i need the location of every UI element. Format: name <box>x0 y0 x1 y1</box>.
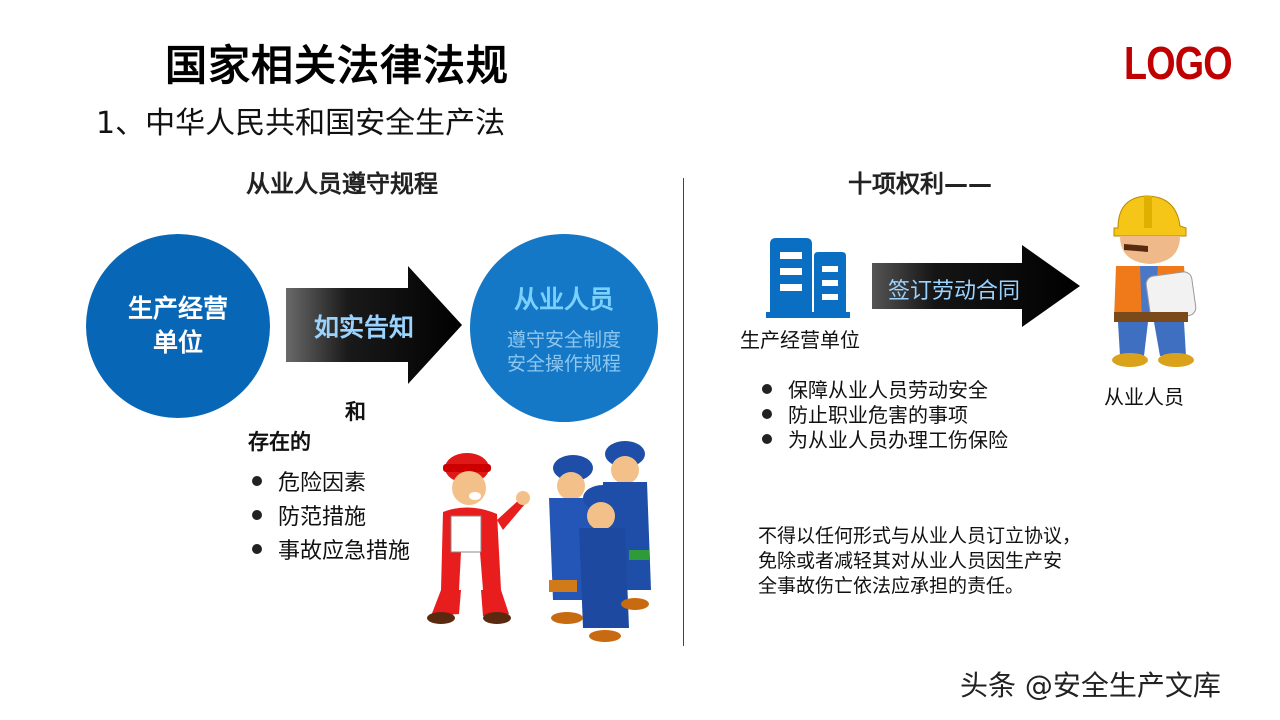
employer-circle: 生产经营 单位 <box>86 234 270 418</box>
workers-illustration <box>427 441 651 642</box>
contract-arrow-label: 签订劳动合同 <box>888 279 1021 304</box>
worker-circle-line-2: 安全操作规程 <box>506 353 621 375</box>
list-item: 保障从业人员劳动安全 <box>762 376 1008 402</box>
left-section-heading: 从业人员遵守规程 <box>246 170 438 198</box>
construction-worker-illustration <box>1112 195 1197 367</box>
note-line: 免除或者减轻其对从业人员因生产安 <box>758 550 1063 572</box>
employer-circle-line-2: 单位 <box>152 328 203 357</box>
contract-arrow-icon <box>872 245 1080 327</box>
worker-circle: 从业人员 遵守安全制度 安全操作规程 <box>470 234 658 422</box>
list-item: 危险因素 <box>252 464 410 498</box>
bullet-icon <box>762 408 772 419</box>
liability-note: 不得以任何形式与从业人员订立协议， 免除或者减轻其对从业人员因生产安 全事故伤亡… <box>758 524 1118 599</box>
bullet-icon <box>762 383 772 394</box>
building-icon <box>766 238 850 318</box>
and-connector: 和 <box>345 400 366 424</box>
bullet-icon <box>762 433 772 444</box>
bullet-icon <box>252 544 262 554</box>
right-section-heading: 十项权利—— <box>848 170 992 198</box>
bullet-icon <box>252 476 262 486</box>
employer-label: 生产经营单位 <box>740 328 860 352</box>
list-item: 防范措施 <box>252 498 410 532</box>
list-item: 事故应急措施 <box>252 532 410 566</box>
worker-circle-title: 从业人员 <box>513 285 614 314</box>
inform-arrow-label: 如实告知 <box>314 313 415 342</box>
worker-circle-line-1: 遵守安全制度 <box>506 329 621 351</box>
employer-circle-line-1: 生产经营 <box>127 294 228 323</box>
page-title: 国家相关法律法规 <box>165 41 510 90</box>
worker-group <box>549 441 651 642</box>
note-line: 全事故伤亡依法应承担的责任。 <box>758 575 1025 597</box>
list-item: 防止职业危害的事项 <box>762 401 1008 427</box>
inform-arrow-icon <box>286 266 462 384</box>
law-subtitle: 1、中华人民共和国安全生产法 <box>96 106 506 141</box>
supervisor-figure <box>427 453 530 624</box>
watermark: 头条 @安全生产文库 <box>960 669 1221 702</box>
existing-label: 存在的 <box>248 430 311 454</box>
section-divider <box>683 178 684 646</box>
logo: LOGO <box>1124 37 1233 89</box>
rights-list: 保障从业人员劳动安全 防止职业危害的事项 为从业人员办理工伤保险 <box>762 376 1008 452</box>
hazard-list: 危险因素 防范措施 事故应急措施 <box>252 464 410 566</box>
worker-label: 从业人员 <box>1104 385 1184 409</box>
note-line: 不得以任何形式与从业人员订立协议， <box>758 525 1082 547</box>
bullet-icon <box>252 510 262 520</box>
list-item: 为从业人员办理工伤保险 <box>762 426 1008 452</box>
